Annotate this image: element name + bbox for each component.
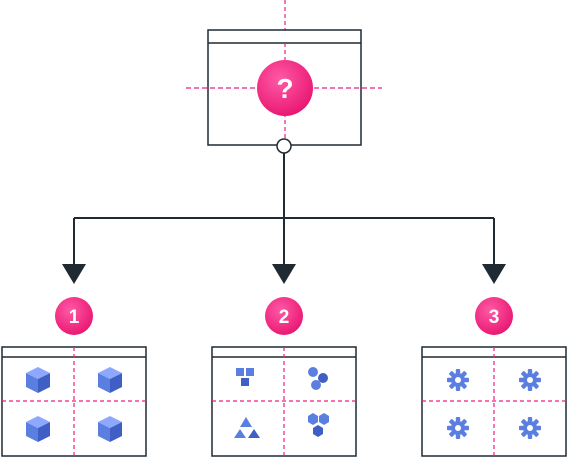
badge-3-label: 3 bbox=[489, 307, 500, 328]
circles-icon bbox=[308, 367, 328, 390]
badge-1-label: 1 bbox=[69, 307, 80, 328]
triangles-icon bbox=[234, 417, 260, 438]
badge-3 bbox=[475, 297, 513, 335]
arrow-head-3 bbox=[482, 264, 506, 284]
window-2 bbox=[211, 346, 357, 457]
badge-1 bbox=[55, 297, 93, 335]
window-1 bbox=[1, 346, 147, 457]
connectors bbox=[73, 153, 495, 265]
arrow-head-2 bbox=[272, 264, 296, 284]
question-badge bbox=[257, 60, 313, 116]
badge-2 bbox=[265, 297, 303, 335]
top-window: ? bbox=[186, 0, 382, 154]
arrow-head-1 bbox=[62, 264, 86, 284]
squares-icon bbox=[236, 368, 254, 386]
badge-2-label: 2 bbox=[279, 307, 290, 328]
window-3 bbox=[421, 346, 567, 457]
question-icon: ? bbox=[276, 73, 293, 104]
connector-node bbox=[276, 138, 292, 154]
hexagons-icon bbox=[308, 413, 329, 437]
